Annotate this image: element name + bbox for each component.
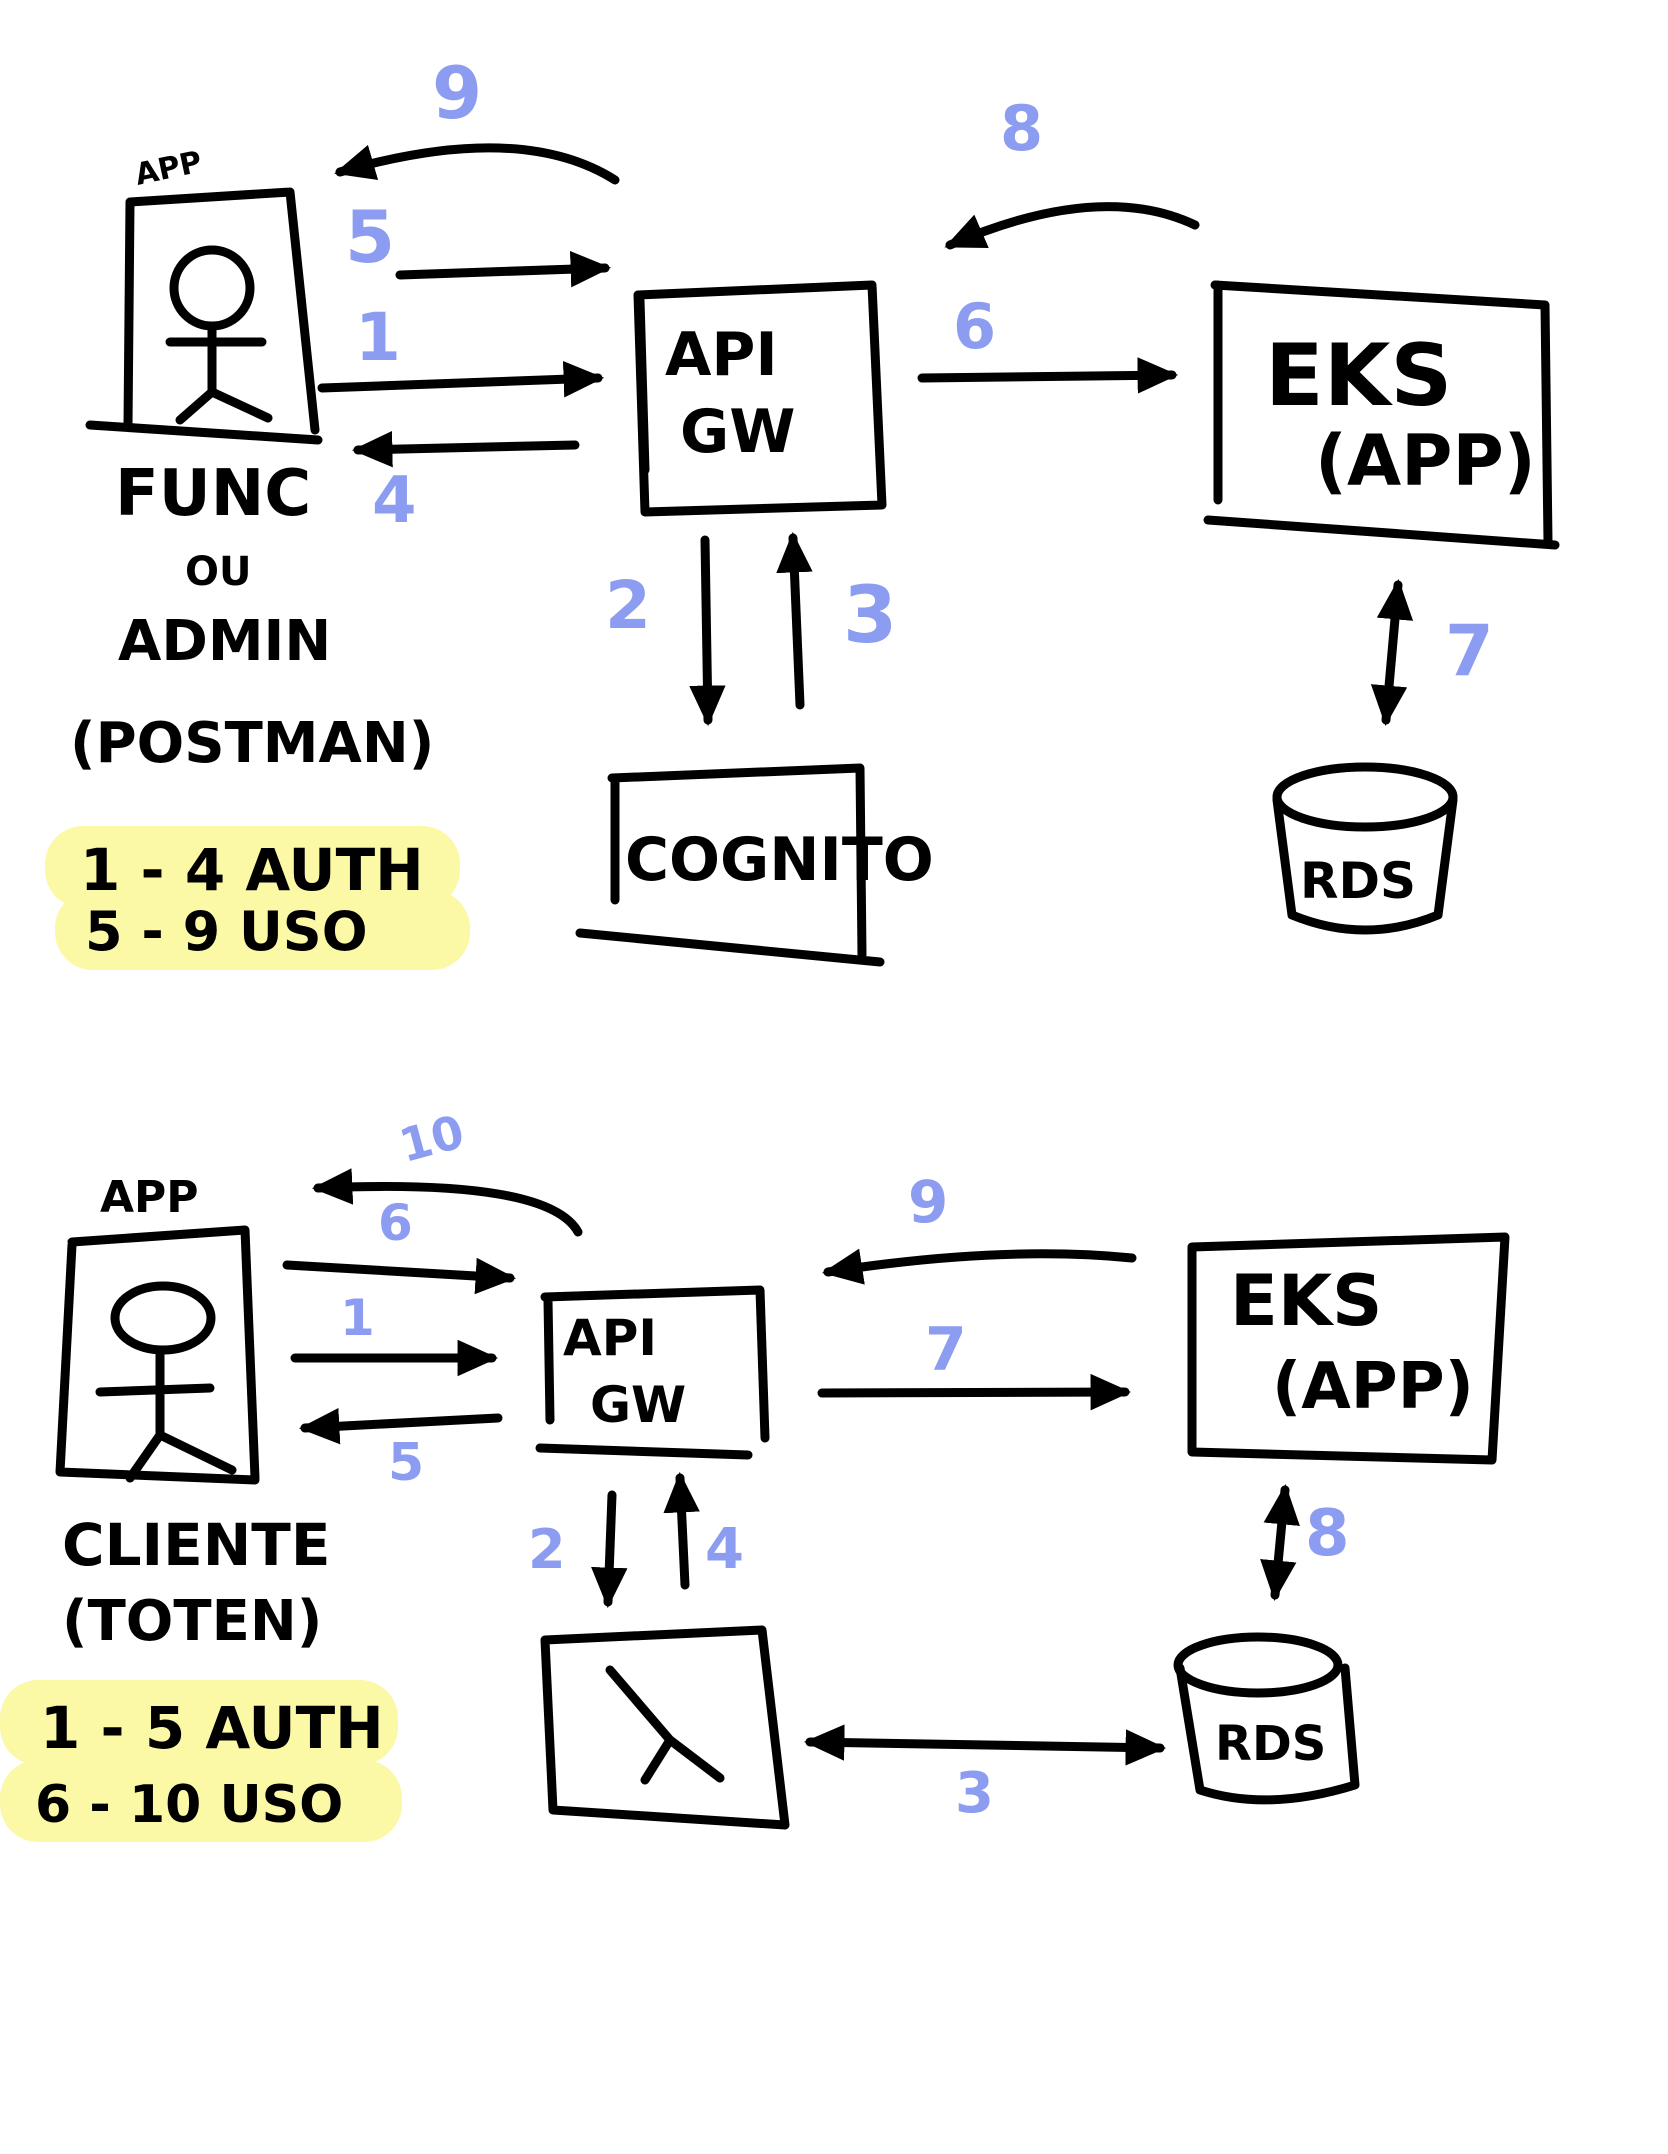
arrow-step2	[689, 535, 726, 727]
step-number-8: 8	[1305, 1497, 1350, 1571]
step-number-9: 9	[908, 1168, 948, 1236]
admin-legend: 1 - 4 AUTH 5 - 9 USO	[45, 826, 470, 970]
legend-highlight-auth	[45, 826, 460, 908]
arrow-step2	[591, 1490, 628, 1609]
legend-highlight-use	[0, 1760, 402, 1842]
arrow-step7	[817, 1373, 1132, 1411]
step-number-7: 7	[1445, 610, 1494, 692]
arrow-step6	[917, 357, 1179, 394]
step-number-2: 2	[528, 1518, 566, 1581]
api-gateway-box: API GW	[633, 280, 887, 517]
legend-use-range: 5 - 9 USO	[85, 900, 368, 963]
api-gw-label-line2: GW	[680, 397, 795, 467]
actor-name-line1: FUNC	[115, 457, 311, 531]
step-number-3: 3	[955, 1761, 994, 1826]
arrow-step8	[1260, 1483, 1300, 1602]
eks-box: EKS (APP)	[1187, 1232, 1510, 1465]
arrow-step10	[311, 1168, 583, 1237]
actor-app-label: APP	[132, 145, 205, 193]
step-number-4: 4	[372, 464, 417, 538]
legend-highlight-use	[55, 890, 470, 970]
arrow-step8	[944, 202, 1200, 250]
arrow-step9	[334, 143, 620, 185]
api-gw-label-line1: API	[665, 320, 778, 390]
legend-auth-range: 1 - 5 AUTH	[40, 1694, 384, 1762]
step-number-1: 1	[355, 299, 401, 376]
eks-label-line1: EKS	[1230, 1260, 1382, 1342]
step-number-3: 3	[843, 571, 897, 661]
step-number-7: 7	[925, 1315, 967, 1385]
actor-frame	[55, 1225, 260, 1485]
rds-database-icon: RDS	[1272, 762, 1458, 935]
eks-label-line2: (APP)	[1315, 420, 1536, 502]
arrow-step3	[803, 1724, 1167, 1766]
rds-database-icon: RDS	[1173, 1632, 1360, 1805]
rds-label: RDS	[1215, 1716, 1326, 1772]
lambda-icon	[605, 1665, 725, 1785]
step-number-6: 6	[378, 1194, 413, 1252]
cognito-box: COGNITO	[575, 763, 934, 967]
rds-label: RDS	[1300, 852, 1416, 910]
step-number-5: 5	[345, 195, 395, 279]
cognito-label: COGNITO	[625, 825, 934, 895]
actor-name-line1: CLIENTE	[62, 1511, 330, 1579]
admin-flow: 1 - 4 AUTH 5 - 9 USO APP FUNC OU ADMIN (…	[45, 51, 1560, 970]
api-gw-label-line2: GW	[590, 1376, 686, 1434]
admin-actor: APP FUNC OU ADMIN (POSTMAN)	[70, 145, 434, 776]
step-number-1: 1	[340, 1289, 375, 1347]
step-number-2: 2	[605, 567, 651, 644]
client-legend: 1 - 5 AUTH 6 - 10 USO	[0, 1680, 402, 1842]
arrow-step6	[282, 1257, 517, 1295]
step-number-4: 4	[705, 1517, 744, 1582]
arrow-step9	[821, 1248, 1137, 1285]
actor-name-line3: ADMIN	[118, 609, 331, 674]
legend-use-range: 6 - 10 USO	[35, 1775, 343, 1835]
api-gateway-box: API GW	[535, 1285, 770, 1460]
legend-highlight-auth	[0, 1680, 398, 1765]
eks-box: EKS (APP)	[1203, 280, 1560, 550]
actor-name-line2: OU	[185, 549, 251, 595]
arrow-step4	[663, 1471, 700, 1590]
stick-figure-icon	[95, 1281, 237, 1483]
eks-label-line2: (APP)	[1272, 1350, 1474, 1424]
actor-frame	[85, 187, 323, 445]
arrow-step4	[351, 430, 580, 468]
eks-label-line1: EKS	[1265, 326, 1452, 426]
client-actor: APP CLIENTE (TOTEN)	[55, 1172, 330, 1654]
actor-name-line2: (TOTEN)	[62, 1589, 322, 1654]
step-number-6: 6	[953, 290, 996, 363]
legend-auth-range: 1 - 4 AUTH	[80, 836, 424, 904]
actor-name-line4: (POSTMAN)	[70, 711, 434, 776]
arrow-step3	[776, 531, 813, 710]
arrow-step5	[395, 250, 612, 288]
step-number-10: 10	[394, 1104, 470, 1173]
api-gw-label-line1: API	[563, 1309, 657, 1367]
stick-figure-icon	[165, 245, 273, 425]
actor-app-label: APP	[100, 1172, 199, 1223]
step-number-9: 9	[432, 51, 482, 135]
arrow-step7	[1370, 578, 1414, 727]
arrow-step1	[317, 361, 605, 398]
lambda-box	[540, 1625, 790, 1830]
arrow-step5	[298, 1408, 503, 1445]
client-flow: 1 - 5 AUTH 6 - 10 USO APP CLIENTE (TOTEN…	[0, 1104, 1510, 1842]
step-number-5: 5	[388, 1433, 424, 1493]
step-number-8: 8	[1000, 92, 1043, 165]
